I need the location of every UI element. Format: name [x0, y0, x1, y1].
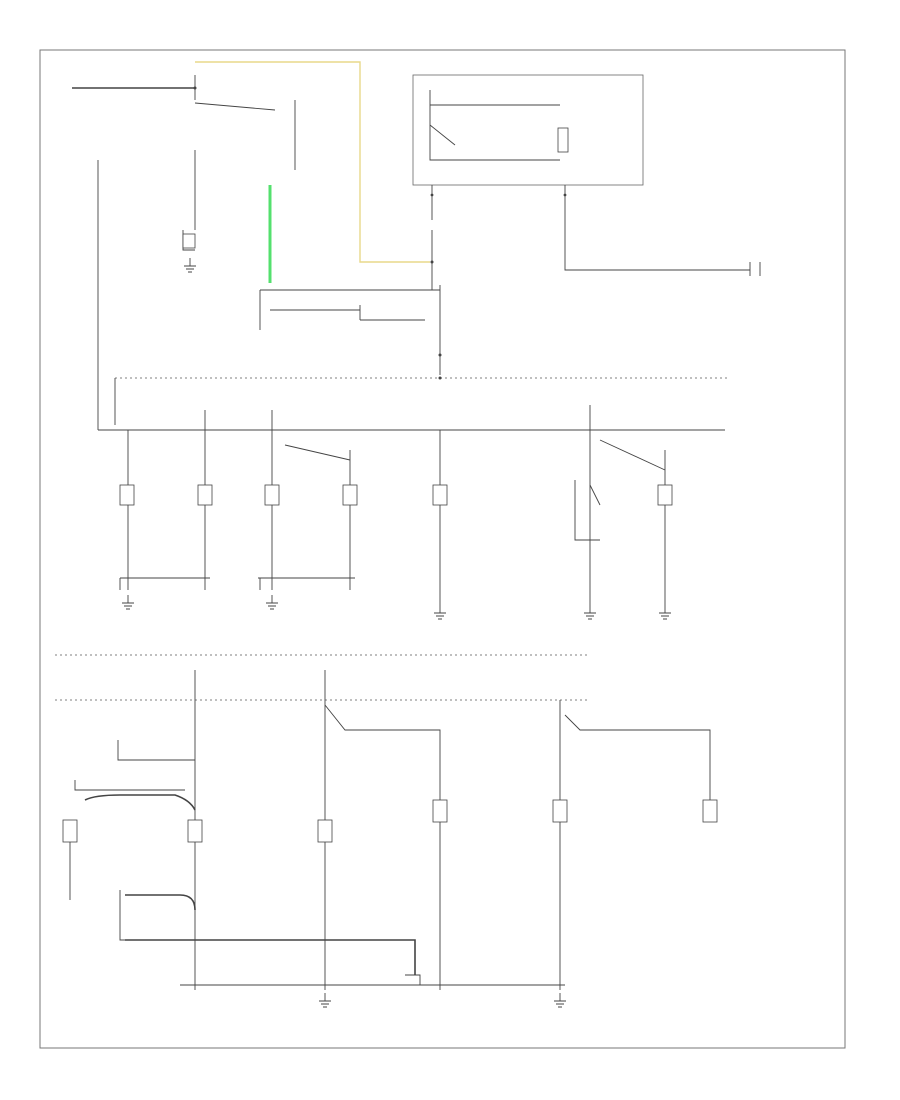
ground-symbol [659, 605, 671, 620]
lamp-bulb [62, 819, 78, 843]
yellow-wire [195, 61, 430, 263]
lamp-bulb [432, 799, 448, 823]
lamp-bulb [119, 484, 135, 506]
lamp-bulb [187, 819, 203, 843]
fuse-element [557, 127, 569, 153]
ground-symbol [319, 993, 331, 1008]
lamp-bulb [552, 799, 568, 823]
middle-bus [98, 376, 728, 620]
diagram-frame [39, 49, 846, 1049]
ground-symbol [266, 595, 278, 610]
lamp-bulb [702, 799, 718, 823]
bottom-section [62, 670, 718, 1008]
lamp-bulb [432, 484, 448, 506]
lamp-bulb [182, 233, 196, 249]
fuse-block [412, 74, 644, 186]
door-switch [574, 480, 601, 541]
ground-symbol [584, 605, 596, 620]
switch-lever-top [194, 102, 276, 111]
ground-symbol [122, 595, 134, 610]
fuse-switch [429, 124, 456, 146]
lamp-bulb [197, 484, 213, 506]
lamp-bulb [657, 484, 673, 506]
ground-symbol [554, 993, 566, 1008]
lamp-bulb [264, 484, 280, 506]
top-section [72, 61, 761, 430]
ground-symbol [184, 258, 196, 273]
lamp-bulb [342, 484, 358, 506]
ground-symbol [434, 605, 446, 620]
lamp-bulb [317, 819, 333, 843]
